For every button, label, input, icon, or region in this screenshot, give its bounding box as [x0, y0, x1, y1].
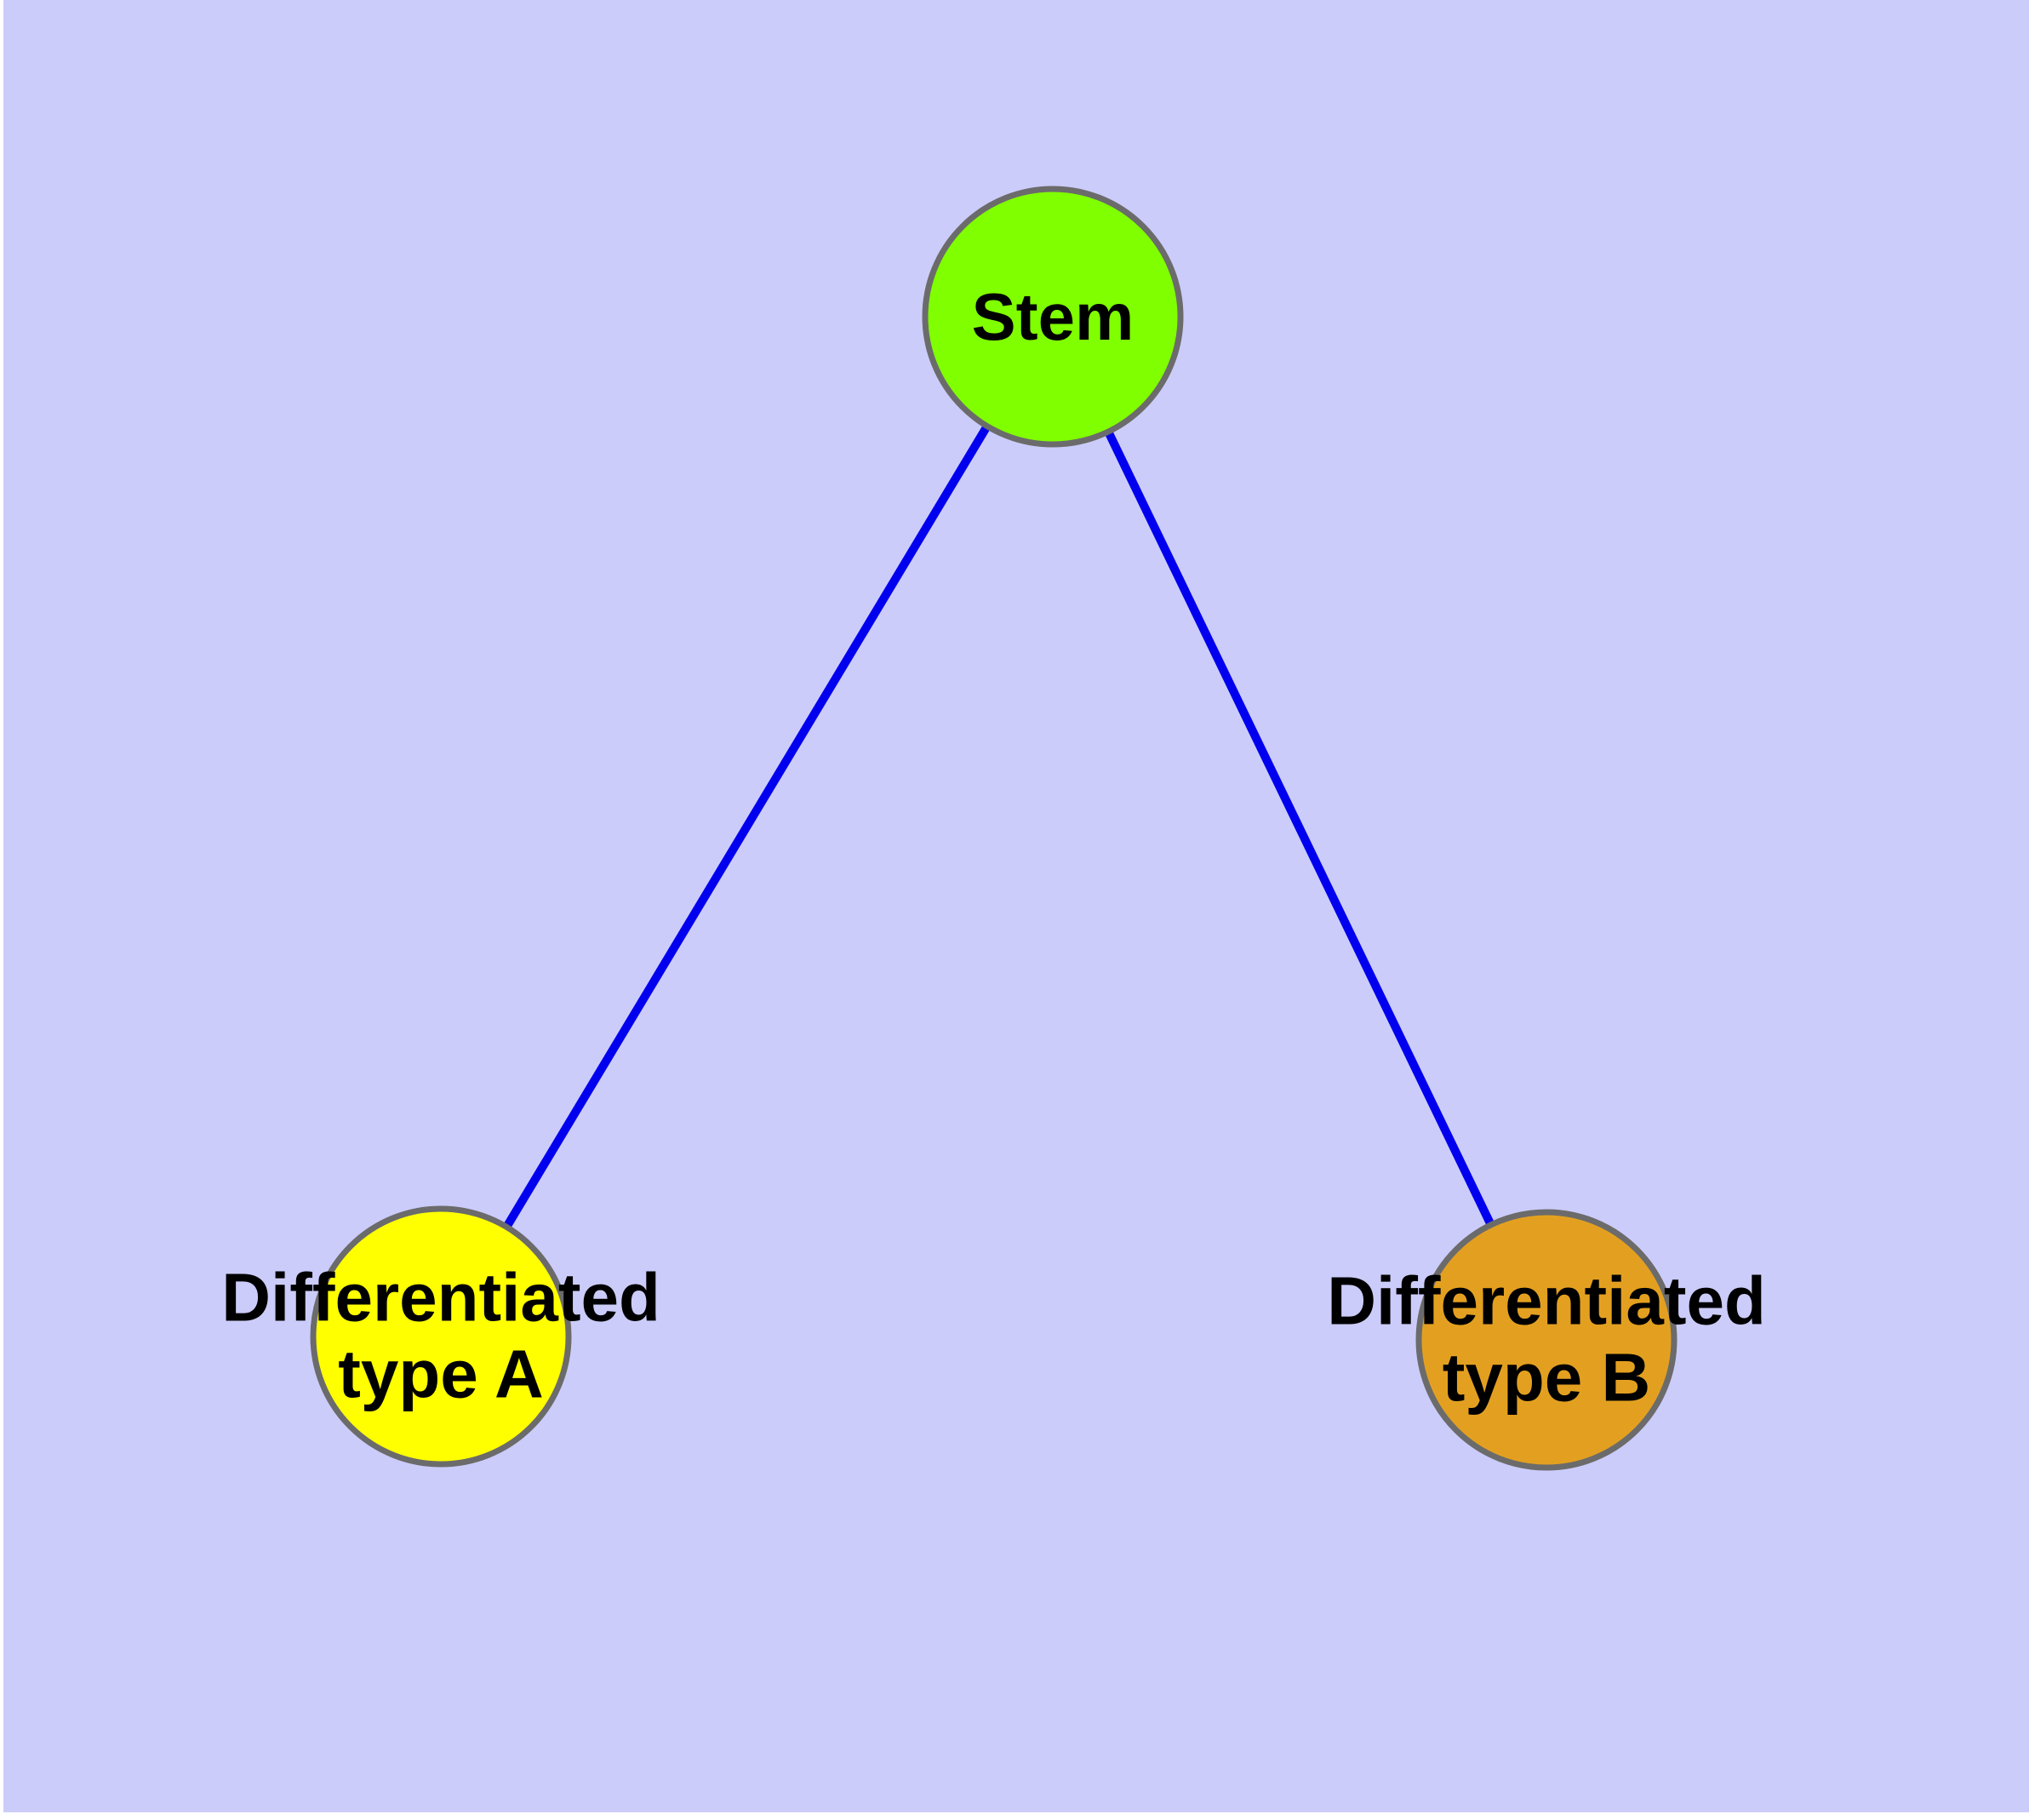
edge-stem-to-differentiated-type-a[interactable] [502, 424, 992, 1229]
node-layer [310, 186, 1677, 1471]
node-stem[interactable] [922, 186, 1184, 448]
edge-stem-to-differentiated-type-b[interactable] [1104, 429, 1495, 1228]
edge-layer [502, 424, 1495, 1229]
node-differentiated-type-b[interactable] [1415, 1209, 1677, 1471]
node-differentiated-type-a[interactable] [310, 1205, 572, 1468]
